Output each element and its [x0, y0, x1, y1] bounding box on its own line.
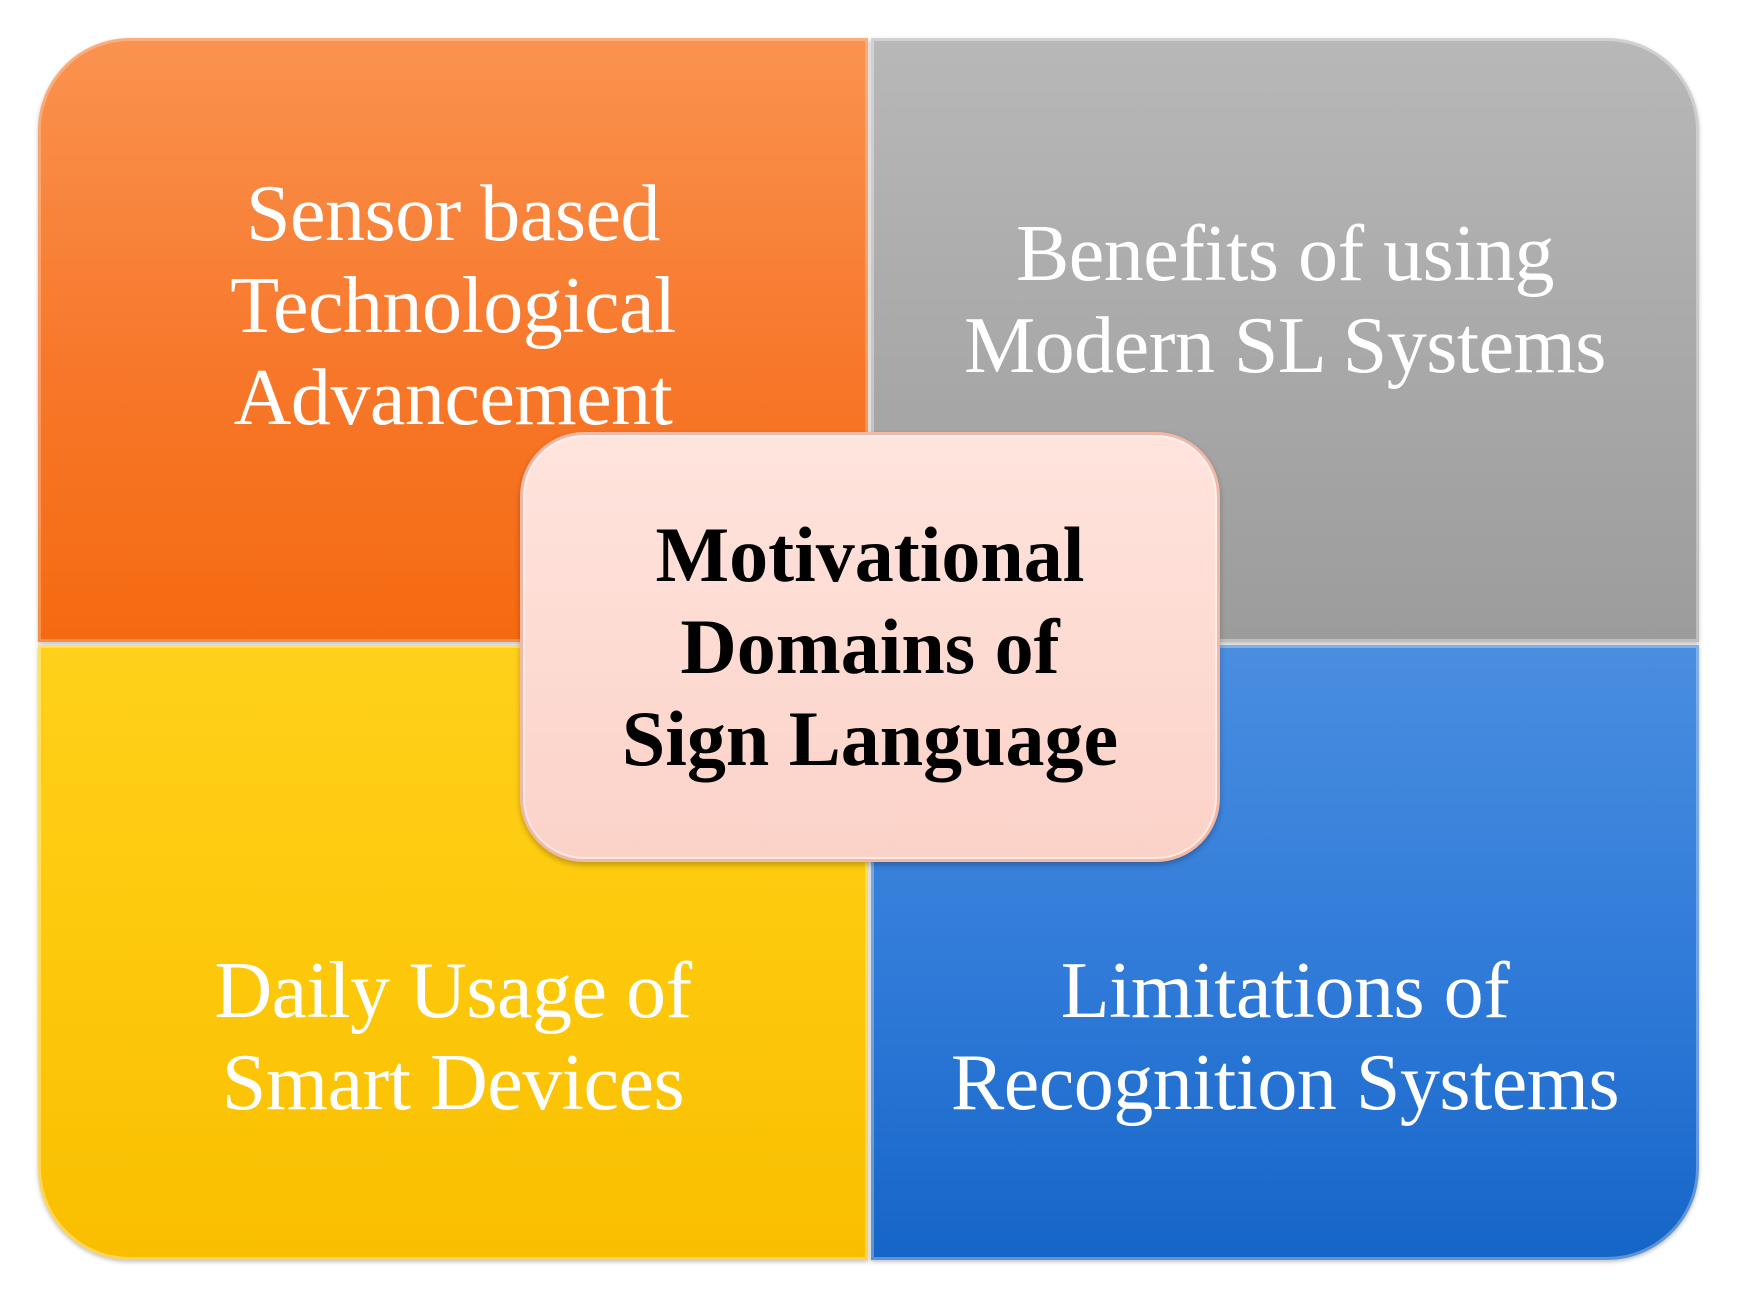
quadrant-label: Benefits of using Modern SL Systems — [964, 210, 1606, 390]
quadrant-sensor-based-technological-advancement: Sensor based Technological Advancement — [38, 38, 868, 642]
quadrant-label: Sensor based Technological Advancement — [230, 170, 676, 442]
center-title: Motivational Domains of Sign Language — [621, 511, 1119, 782]
quadrant-benefits-modern-sl-systems: Benefits of using Modern SL Systems — [871, 38, 1699, 642]
quadrant-label: Limitations of Recognition Systems — [950, 947, 1620, 1127]
center-title-box: Motivational Domains of Sign Language — [520, 432, 1220, 862]
quadrant-label: Daily Usage of Smart Devices — [214, 947, 692, 1127]
